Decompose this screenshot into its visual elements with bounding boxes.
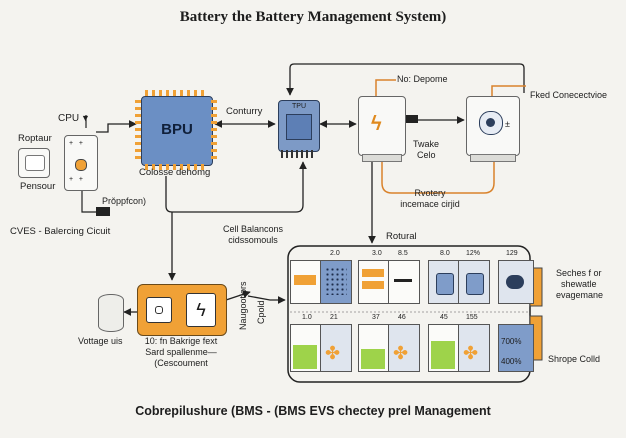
contury-label: Conturry	[226, 106, 263, 117]
dot-grid-icon	[325, 267, 347, 295]
evagemane-label: evagemane	[556, 290, 604, 300]
shewatle-label: shewatle	[561, 279, 597, 289]
balancing-module: ϟ	[137, 284, 227, 336]
pct-bottom: 400%	[501, 357, 522, 366]
terminal-icon: + +	[69, 176, 84, 183]
battery-cell	[290, 324, 322, 372]
cell-value: 8.5	[398, 250, 408, 257]
cell-value: 37	[372, 314, 380, 321]
battery-cell	[458, 260, 490, 304]
lightning-icon: ϟ	[371, 113, 382, 135]
battery-cell: ✤	[320, 324, 352, 372]
chip-pins-icon	[135, 100, 141, 160]
rotaur-label: Roptaur	[18, 133, 52, 144]
battery-cell	[290, 260, 322, 304]
battery-cell	[428, 260, 460, 304]
output-module: ±	[466, 96, 520, 156]
gauge-icon	[506, 275, 524, 289]
switch-module: ϟ	[358, 96, 406, 156]
cell-value: 45	[440, 314, 448, 321]
diagram-caption: Cobrepilushure (BMS - (BMS EVS chectey p…	[135, 404, 491, 418]
cell-value: 46	[398, 314, 406, 321]
sensor-dot-icon	[75, 159, 87, 171]
cell-value: 3.0	[372, 250, 382, 257]
bpu-label: BPU	[161, 121, 193, 138]
cylinder-cell-icon	[98, 294, 124, 332]
bakrige-line2: Sard spallenme—	[145, 347, 217, 357]
battery-cell	[320, 260, 352, 304]
incemace-label: incemace cirjid	[400, 199, 460, 209]
chip-pins-icon	[145, 90, 207, 96]
voltage-label: Vottage uis	[78, 336, 123, 346]
battery-cell	[358, 260, 390, 304]
chip-pins-icon	[281, 150, 315, 158]
terminal-icon: + +	[69, 140, 84, 147]
connector-icon	[96, 207, 110, 216]
tpu-label: TPU	[292, 103, 306, 110]
pct-top: 700%	[501, 337, 522, 346]
module-base	[470, 154, 516, 162]
cell-value: 8.0	[440, 250, 450, 257]
cell-value: 1.0	[302, 314, 312, 321]
bakrige-line3: (Cescoument	[154, 358, 208, 368]
chip-core-icon	[286, 114, 312, 140]
cell-balancing-label: Cell Balancons	[222, 224, 284, 234]
battery-cell	[498, 260, 534, 304]
battery-cell	[358, 324, 390, 372]
colosse-label: Colosse dehomg	[139, 167, 211, 178]
cpoid-label: Cpold	[256, 300, 266, 324]
cell-row-bottom: 1.0 21 37 46 45 155 ✤ ✤ ✤ 700% 400%	[290, 314, 534, 380]
module-base	[362, 154, 402, 162]
battery-cell: 700% 400%	[498, 324, 534, 372]
propfcon-label: Prǒppfcon)	[102, 196, 147, 206]
battery-cell	[388, 260, 420, 304]
battery-icon	[466, 273, 484, 295]
fixed-connector-label: Fked Conecectvioe	[530, 90, 608, 100]
cell-value: 129	[506, 250, 518, 257]
battery-icon	[436, 273, 454, 295]
down-arrow-icon: ▼	[81, 113, 90, 123]
cell-value: 21	[330, 314, 338, 321]
battery-cell: ✤	[388, 324, 420, 372]
naugootiors-label: Naugootiors	[238, 281, 248, 330]
cell-value: 155	[466, 314, 478, 321]
connector-icon	[406, 115, 418, 123]
bpu-chip: BPU	[141, 96, 213, 166]
seches-label: Seches f or	[556, 268, 602, 278]
pensour-label: Pensour	[20, 181, 56, 192]
cpu-label: CPU	[58, 113, 80, 124]
chip-pins-icon	[211, 100, 217, 160]
tpu-chip: TPU	[278, 100, 320, 152]
twake-label: Twake	[413, 139, 440, 149]
fan-icon: ✤	[393, 343, 409, 363]
shrope-colld-label: Shrope Colld	[548, 354, 601, 364]
bakrige-line1: 10: fn Bakrige fext	[144, 336, 218, 346]
terminal-icon: ±	[505, 119, 510, 129]
diagram-title: Battery the Battery Management System)	[179, 9, 447, 25]
chip-pins-icon	[145, 164, 207, 170]
plug-icon	[25, 155, 45, 171]
battery-cell	[428, 324, 460, 372]
rvotery-label: Rvotery	[414, 188, 446, 198]
sensor-plug	[18, 148, 50, 178]
cves-label: CVES - Balercing Cicuit	[10, 226, 111, 237]
celo-label: Celo	[417, 150, 436, 160]
circuit-icon	[146, 297, 172, 323]
no-depome-label: No: Depome	[397, 74, 448, 84]
cell-value: 12%	[466, 250, 481, 257]
fan-icon: ✤	[463, 343, 479, 363]
lightning-icon: ϟ	[186, 293, 216, 327]
cell-value: 2.0	[330, 250, 340, 257]
gauge-icon	[479, 111, 503, 135]
fan-icon: ✤	[325, 343, 341, 363]
cell-row-top: 1 2.0 3.0 8.5 8.0 12% 129	[290, 250, 534, 312]
cidssomouls-label: cidssomouls	[228, 235, 278, 245]
rotural-label: Rotural	[386, 231, 417, 242]
sensor-module: + + + +	[64, 135, 98, 191]
battery-cell: ✤	[458, 324, 490, 372]
